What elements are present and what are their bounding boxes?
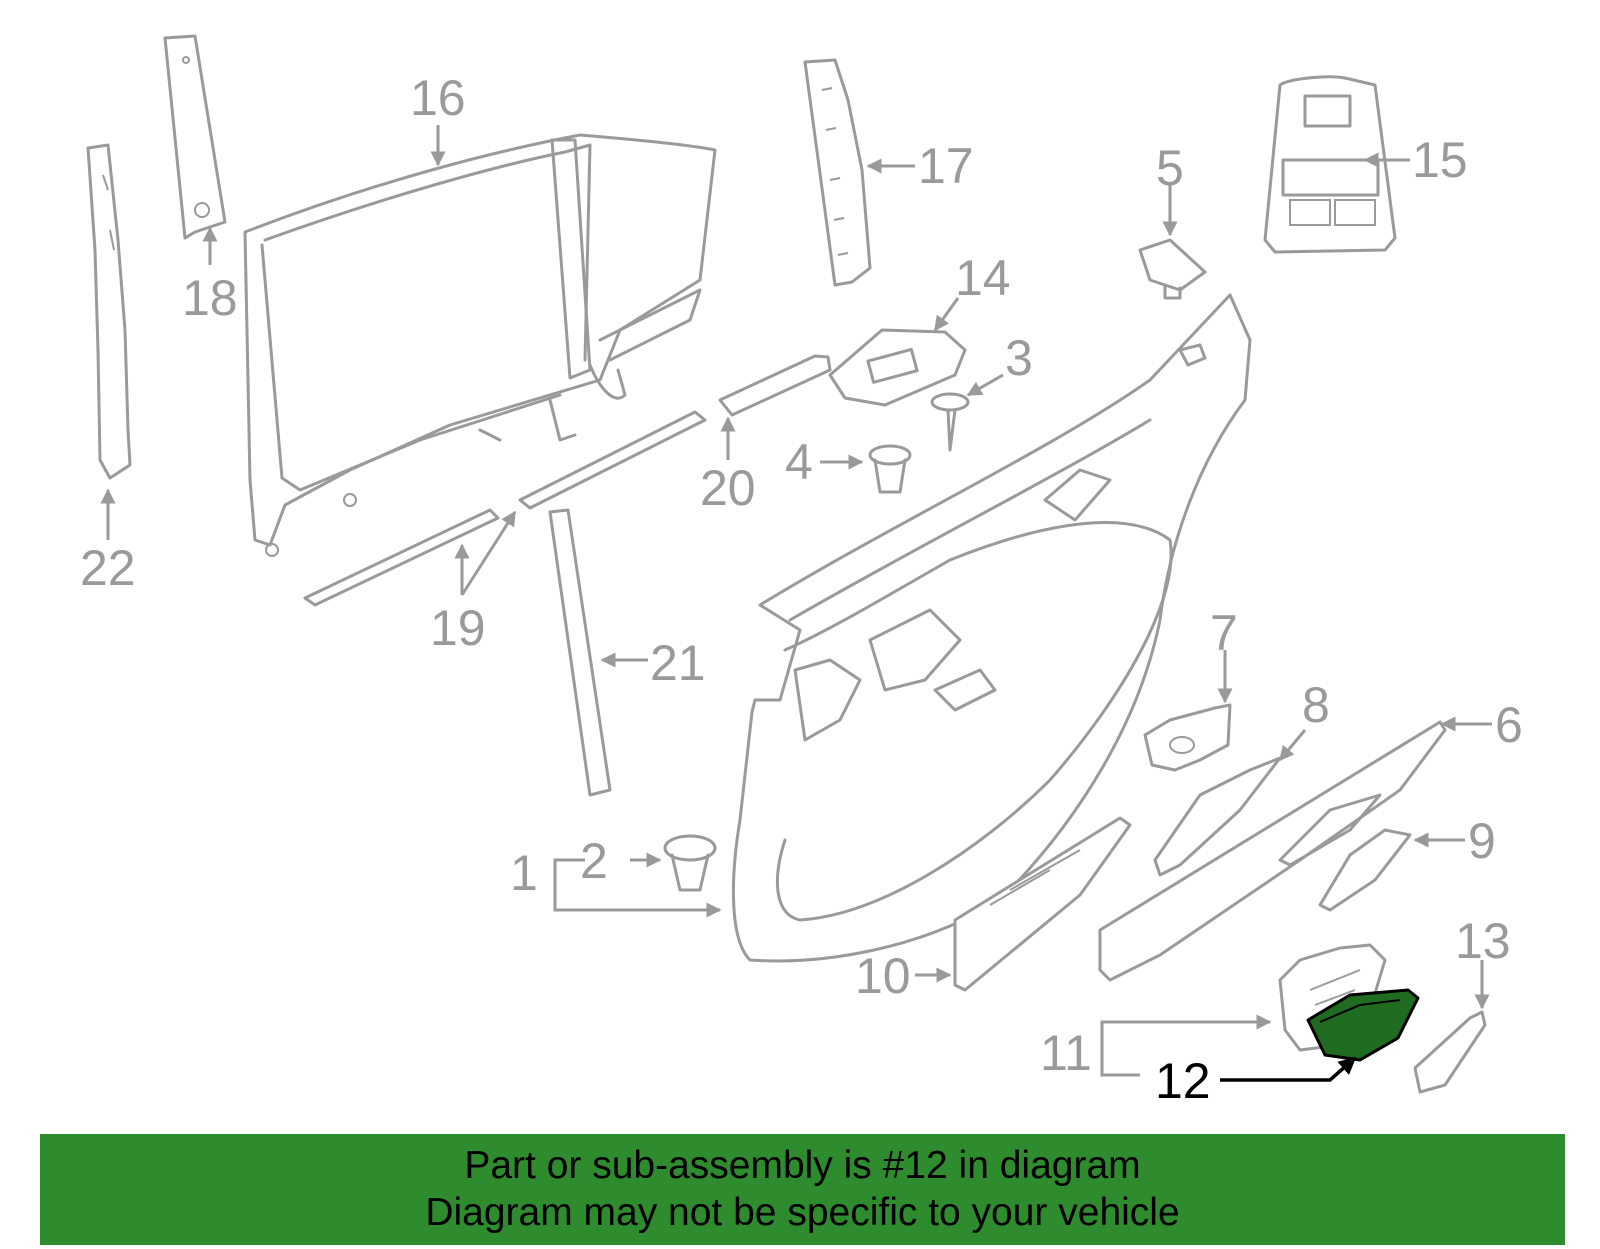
callout-3: 3 [966, 330, 1033, 397]
svg-text:19: 19 [430, 600, 486, 656]
svg-text:16: 16 [410, 70, 466, 126]
svg-text:17: 17 [918, 138, 974, 194]
banner-line-disclaimer: Diagram may not be specific to your vehi… [425, 1191, 1180, 1234]
part-16-window-frame [243, 133, 717, 557]
part-11-switch-assembly [1278, 943, 1387, 1052]
part-13-trim-cover [1413, 1010, 1487, 1094]
parts-diagram: 22 18 16 17 [80, 34, 1523, 1109]
part-3-screw [930, 392, 970, 452]
callout-6: 6 [1440, 697, 1523, 753]
callout-8: 8 [1278, 677, 1330, 762]
callout-16: 16 [410, 70, 466, 167]
part-18-pillar-cover [163, 34, 227, 240]
part-8-trim-insert [1153, 756, 1282, 877]
callout-21: 21 [600, 635, 706, 691]
callout-17: 17 [866, 138, 974, 194]
part-19-belt-molding [303, 410, 707, 607]
callout-15: 15 [1363, 132, 1468, 188]
svg-text:15: 15 [1412, 132, 1468, 188]
part-17-channel [803, 58, 872, 287]
svg-text:20: 20 [700, 460, 756, 516]
callout-1: 1 [510, 845, 722, 918]
svg-text:12: 12 [1155, 1053, 1211, 1109]
callout-10: 10 [855, 948, 952, 1004]
callout-4: 4 [785, 434, 864, 490]
banner-line-part: Part or sub-assembly is #12 in diagram [464, 1144, 1141, 1187]
callout-5: 5 [1156, 140, 1184, 237]
part-20-trim-strip [718, 354, 832, 417]
part-5-clip [1138, 238, 1207, 300]
part-10-pocket [953, 816, 1132, 992]
part-7-handle-bracket [1143, 703, 1232, 772]
svg-text:11: 11 [1040, 1025, 1092, 1081]
part-9-small-trim [1318, 828, 1412, 912]
info-banner: Part or sub-assembly is #12 in diagram D… [40, 1134, 1565, 1245]
callout-7: 7 [1210, 605, 1238, 704]
part-2-push-clip [663, 834, 717, 892]
callout-22: 22 [80, 488, 136, 596]
svg-text:4: 4 [785, 434, 813, 490]
svg-text:1: 1 [510, 845, 538, 901]
callout-19: 19 [430, 510, 517, 656]
callout-12: 12 [1155, 1053, 1357, 1109]
svg-text:8: 8 [1302, 677, 1330, 733]
svg-text:6: 6 [1495, 697, 1523, 753]
svg-text:13: 13 [1455, 913, 1511, 969]
svg-text:10: 10 [855, 948, 911, 1004]
callout-20: 20 [700, 416, 756, 516]
callout-13: 13 [1455, 913, 1511, 1010]
svg-text:9: 9 [1468, 813, 1496, 869]
svg-text:3: 3 [1005, 330, 1033, 386]
part-1-door-panel [731, 293, 1252, 963]
svg-text:22: 22 [80, 540, 136, 596]
svg-text:18: 18 [182, 270, 238, 326]
callout-9: 9 [1413, 813, 1496, 869]
callout-11: 11 [1040, 1014, 1272, 1081]
svg-text:5: 5 [1156, 140, 1184, 196]
part-15-switch-panel [1263, 75, 1397, 254]
svg-text:21: 21 [650, 635, 706, 691]
part-4-clip [868, 444, 912, 494]
svg-text:2: 2 [580, 833, 608, 889]
callout-2: 2 [580, 833, 662, 889]
callout-14: 14 [933, 250, 1011, 332]
svg-text:14: 14 [955, 250, 1011, 306]
part-21-trim-bar [548, 508, 612, 797]
callout-18: 18 [182, 226, 238, 326]
part-14-window-switch [828, 328, 967, 407]
svg-text:7: 7 [1210, 605, 1238, 661]
part-12-switch-bezel-highlighted [1306, 988, 1420, 1062]
part-22-pillar-trim [86, 143, 132, 480]
